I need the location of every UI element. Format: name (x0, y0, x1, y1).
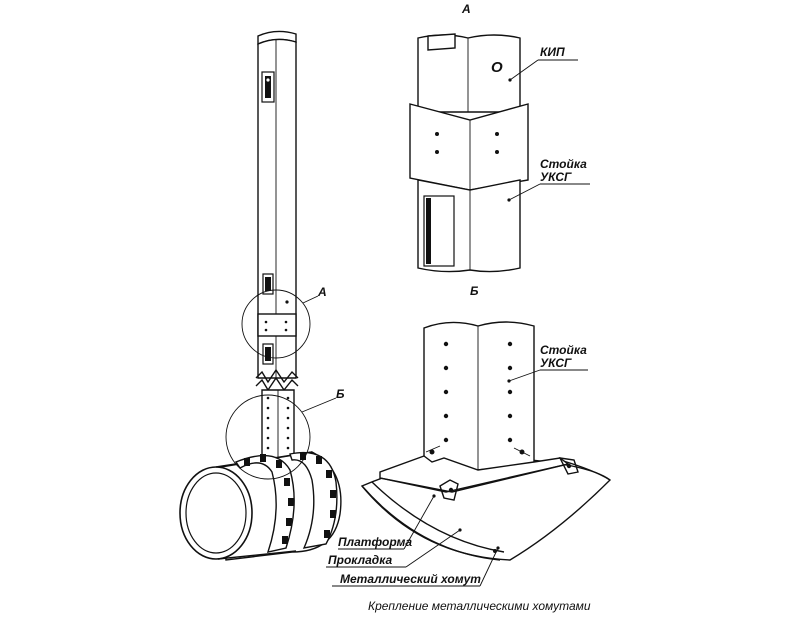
callout-circle-a (241, 289, 311, 359)
detail-b-post (423, 321, 535, 471)
label-clamp: Металлический хомут (340, 572, 481, 586)
detail-b-platform (379, 455, 570, 493)
post-lower-holes (266, 396, 290, 450)
label-gasket: Прокладка (328, 553, 392, 567)
detail-a-sleeve (409, 103, 529, 191)
overall-view: А Б (179, 30, 345, 561)
label-stand-2-line2: УКСГ (540, 356, 572, 370)
detail-b-marker: Б (470, 284, 479, 298)
caption: Крепление металлическими хомутами (368, 599, 591, 613)
callout-circle-b (225, 394, 311, 480)
label-kip: КИП (540, 45, 565, 59)
label-platform: Платформа (338, 535, 412, 549)
pipe-clamps (234, 451, 338, 553)
label-stand-1-line2: УКСГ (540, 170, 572, 184)
detail-a: А О КИП Стойка УКСГ (409, 2, 590, 273)
callout-a-label: А (317, 285, 327, 299)
detail-b: Б Стойка УКСГ (326, 284, 612, 587)
detail-b-holes (443, 341, 513, 443)
kip-symbol: О (491, 59, 503, 76)
detail-a-marker: А (461, 2, 471, 16)
post-sleeve (257, 313, 297, 337)
break-line (255, 368, 299, 384)
callout-b-label: Б (336, 387, 345, 401)
label-stand-1-line1: Стойка (540, 157, 587, 171)
label-stand-2-line1: Стойка (540, 343, 587, 357)
